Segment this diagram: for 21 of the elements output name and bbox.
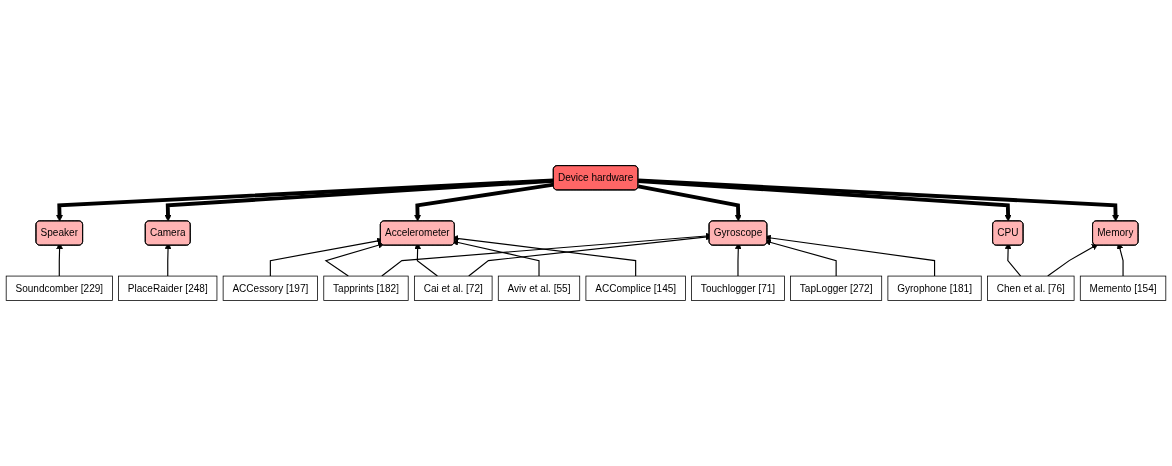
- node-box: Touchlogger [71]: [691, 275, 785, 301]
- arrow: [1047, 243, 1099, 277]
- node-box: Soundcomber [229]: [5, 275, 113, 301]
- node-box: Memento [154]: [1079, 275, 1167, 301]
- node-box: Gyrophone [181]: [887, 275, 982, 301]
- node-box: ACCessory [197]: [222, 275, 318, 301]
- arrow: [56, 178, 554, 222]
- node-box: Aviv et al. [55]: [497, 275, 581, 301]
- arrow: [637, 184, 742, 222]
- arrow: [324, 241, 385, 277]
- arrow: [638, 179, 1012, 222]
- node-box: TapLogger [272]: [790, 275, 883, 301]
- node-box: Chen et al. [76]: [987, 275, 1075, 301]
- arrow: [638, 178, 1119, 222]
- arrow: [269, 237, 384, 277]
- node-box: Cai et al. [72]: [414, 275, 493, 301]
- arrow: [164, 178, 554, 222]
- node-box: ACComplice [145]: [585, 275, 686, 301]
- arrow: [414, 182, 554, 222]
- node-box: PlaceRaider [248]: [118, 275, 218, 301]
- node-box: Tapprints [182]: [323, 275, 409, 301]
